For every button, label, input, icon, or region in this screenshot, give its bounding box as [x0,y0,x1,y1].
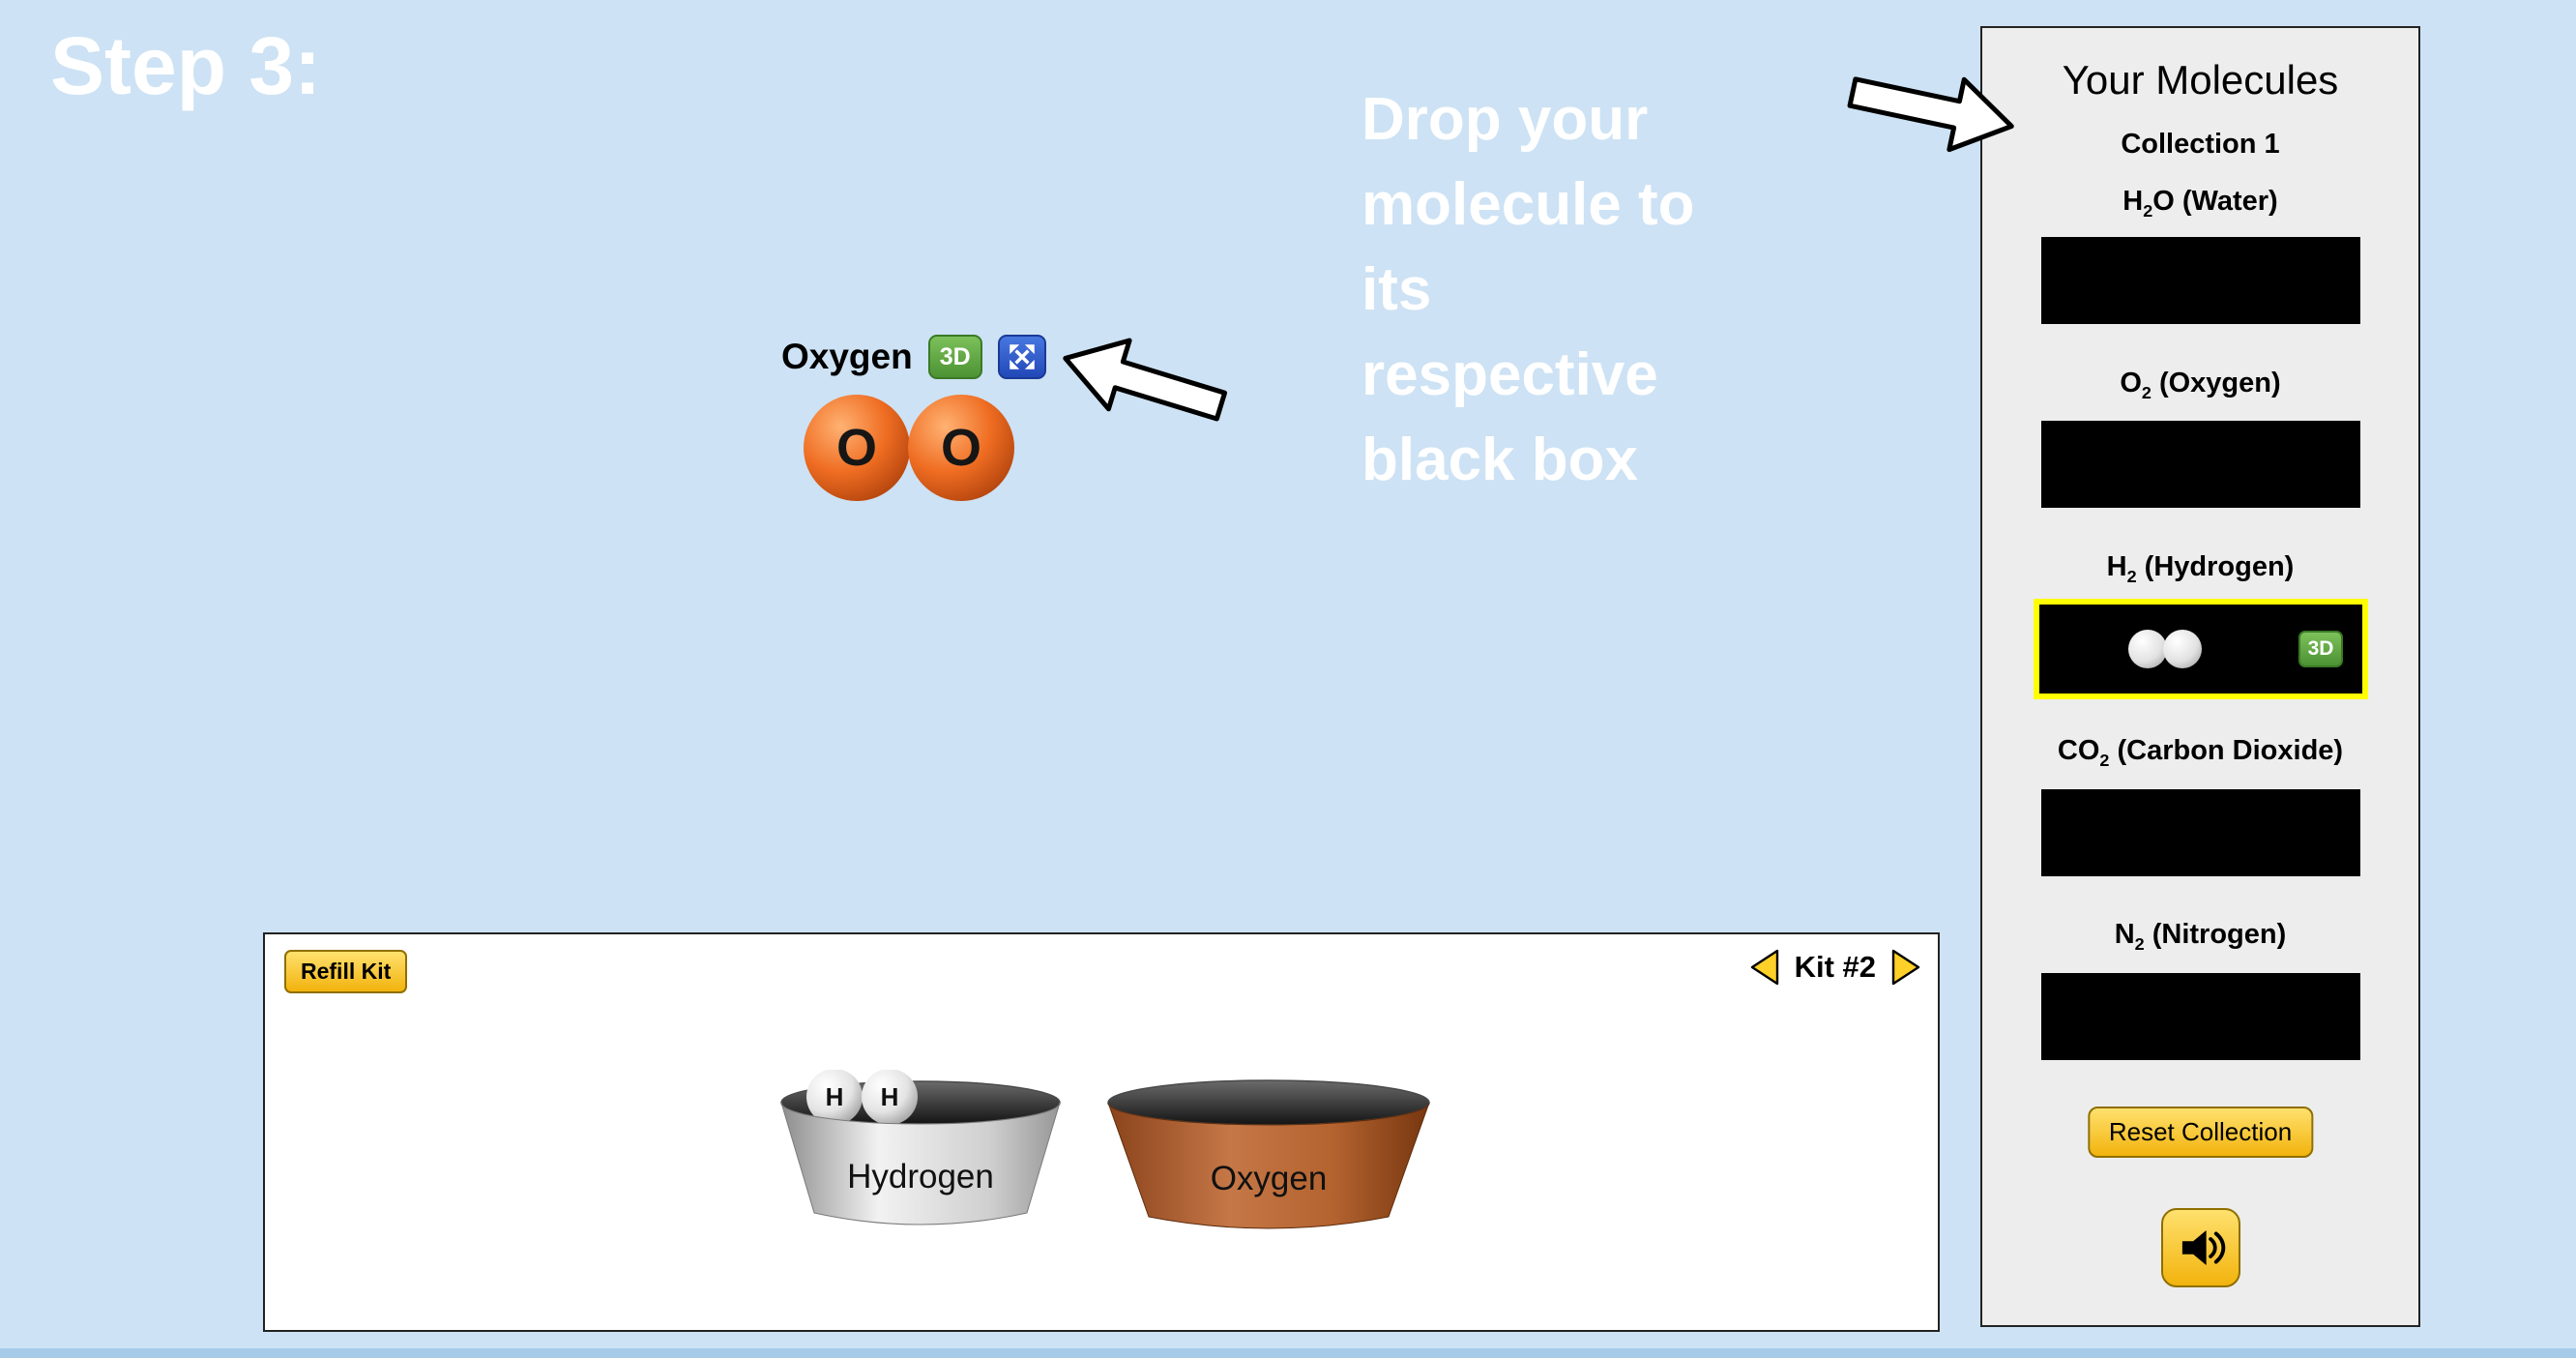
kit-panel: Refill Kit Kit #2 [263,932,1940,1332]
screen-edge [0,1348,2576,1358]
box-label-h2o: H2O (Water) [2122,186,2278,221]
molecule-label: Oxygen [781,337,913,376]
hydrogen-bucket[interactable]: H H Hydrogen [779,1070,1062,1234]
step-label: Step 3: [50,20,322,111]
bucket-label: Oxygen [1211,1160,1328,1197]
atom-symbol: O [835,419,877,477]
molecule-3d-button[interactable]: 3D [927,335,982,379]
box-label-co2: CO2 (Carbon Dioxide) [2057,735,2344,770]
molecule-header: Oxygen 3D [781,335,1046,379]
svg-text:H: H [881,1082,899,1111]
annotation-line: black box [1361,427,1638,493]
reset-collection-button[interactable]: Reset Collection [2087,1107,2314,1158]
hydrogen-atom[interactable]: H [806,1070,863,1125]
arrow-to-panel-icon [1847,76,2014,153]
atom-symbol: O [940,419,981,477]
oxygen-atom[interactable]: O [908,395,1014,501]
your-molecules-panel: Your Molecules Collection 1 H2O (Water) … [1980,26,2420,1327]
bucket-front [780,1102,1061,1225]
expand-arrows-icon [1009,344,1035,369]
kit-selector: Kit #2 [1748,948,1922,987]
bucket-label: Hydrogen [847,1158,994,1196]
box-label-o2: O2 (Oxygen) [2120,368,2281,402]
annotation-line: its [1361,256,1432,323]
collection-3d-button[interactable]: 3D [2298,631,2343,667]
annotation-line: molecule to [1361,171,1695,238]
3d-button-label: 3D [2307,637,2334,660]
kit-label: Kit #2 [1794,950,1876,984]
kit-next-button[interactable] [1889,948,1922,987]
collection-box-co2[interactable] [2041,789,2360,876]
refill-kit-button[interactable]: Refill Kit [284,950,408,993]
oxygen-bucket[interactable]: Oxygen [1106,1070,1431,1239]
arrow-to-molecule-icon [1063,338,1228,422]
svg-text:H: H [826,1082,844,1111]
collection-box-n2[interactable] [2041,973,2360,1060]
h2-molecule-sphere [2163,630,2202,668]
collection-box-o2[interactable] [2041,421,2360,508]
speaker-icon [2181,1230,2225,1265]
hydrogen-atom[interactable]: H [862,1070,918,1125]
collection-box-h2o[interactable] [2041,237,2360,324]
collection-label: Collection 1 [2121,129,2280,160]
3d-button-label: 3D [939,342,971,370]
bucket-front [1107,1102,1430,1229]
annotation-text: Drop your molecule to its respective bla… [1361,77,1695,503]
sound-button[interactable] [2160,1208,2240,1287]
annotation-line: respective [1361,341,1658,408]
box-label-h2: H2 (Hydrogen) [2106,551,2295,586]
collection-box-h2-highlighted[interactable]: 3D [2034,599,2368,699]
box-label-n2: N2 (Nitrogen) [2114,919,2287,954]
kit-previous-button[interactable] [1748,948,1781,987]
oxygen-atom[interactable]: O [804,395,910,501]
annotation-line: Drop your [1361,86,1649,153]
h2-molecule-sphere [2128,630,2167,668]
panel-title: Your Molecules [2062,57,2339,103]
molecule-expand-button[interactable] [997,335,1046,379]
